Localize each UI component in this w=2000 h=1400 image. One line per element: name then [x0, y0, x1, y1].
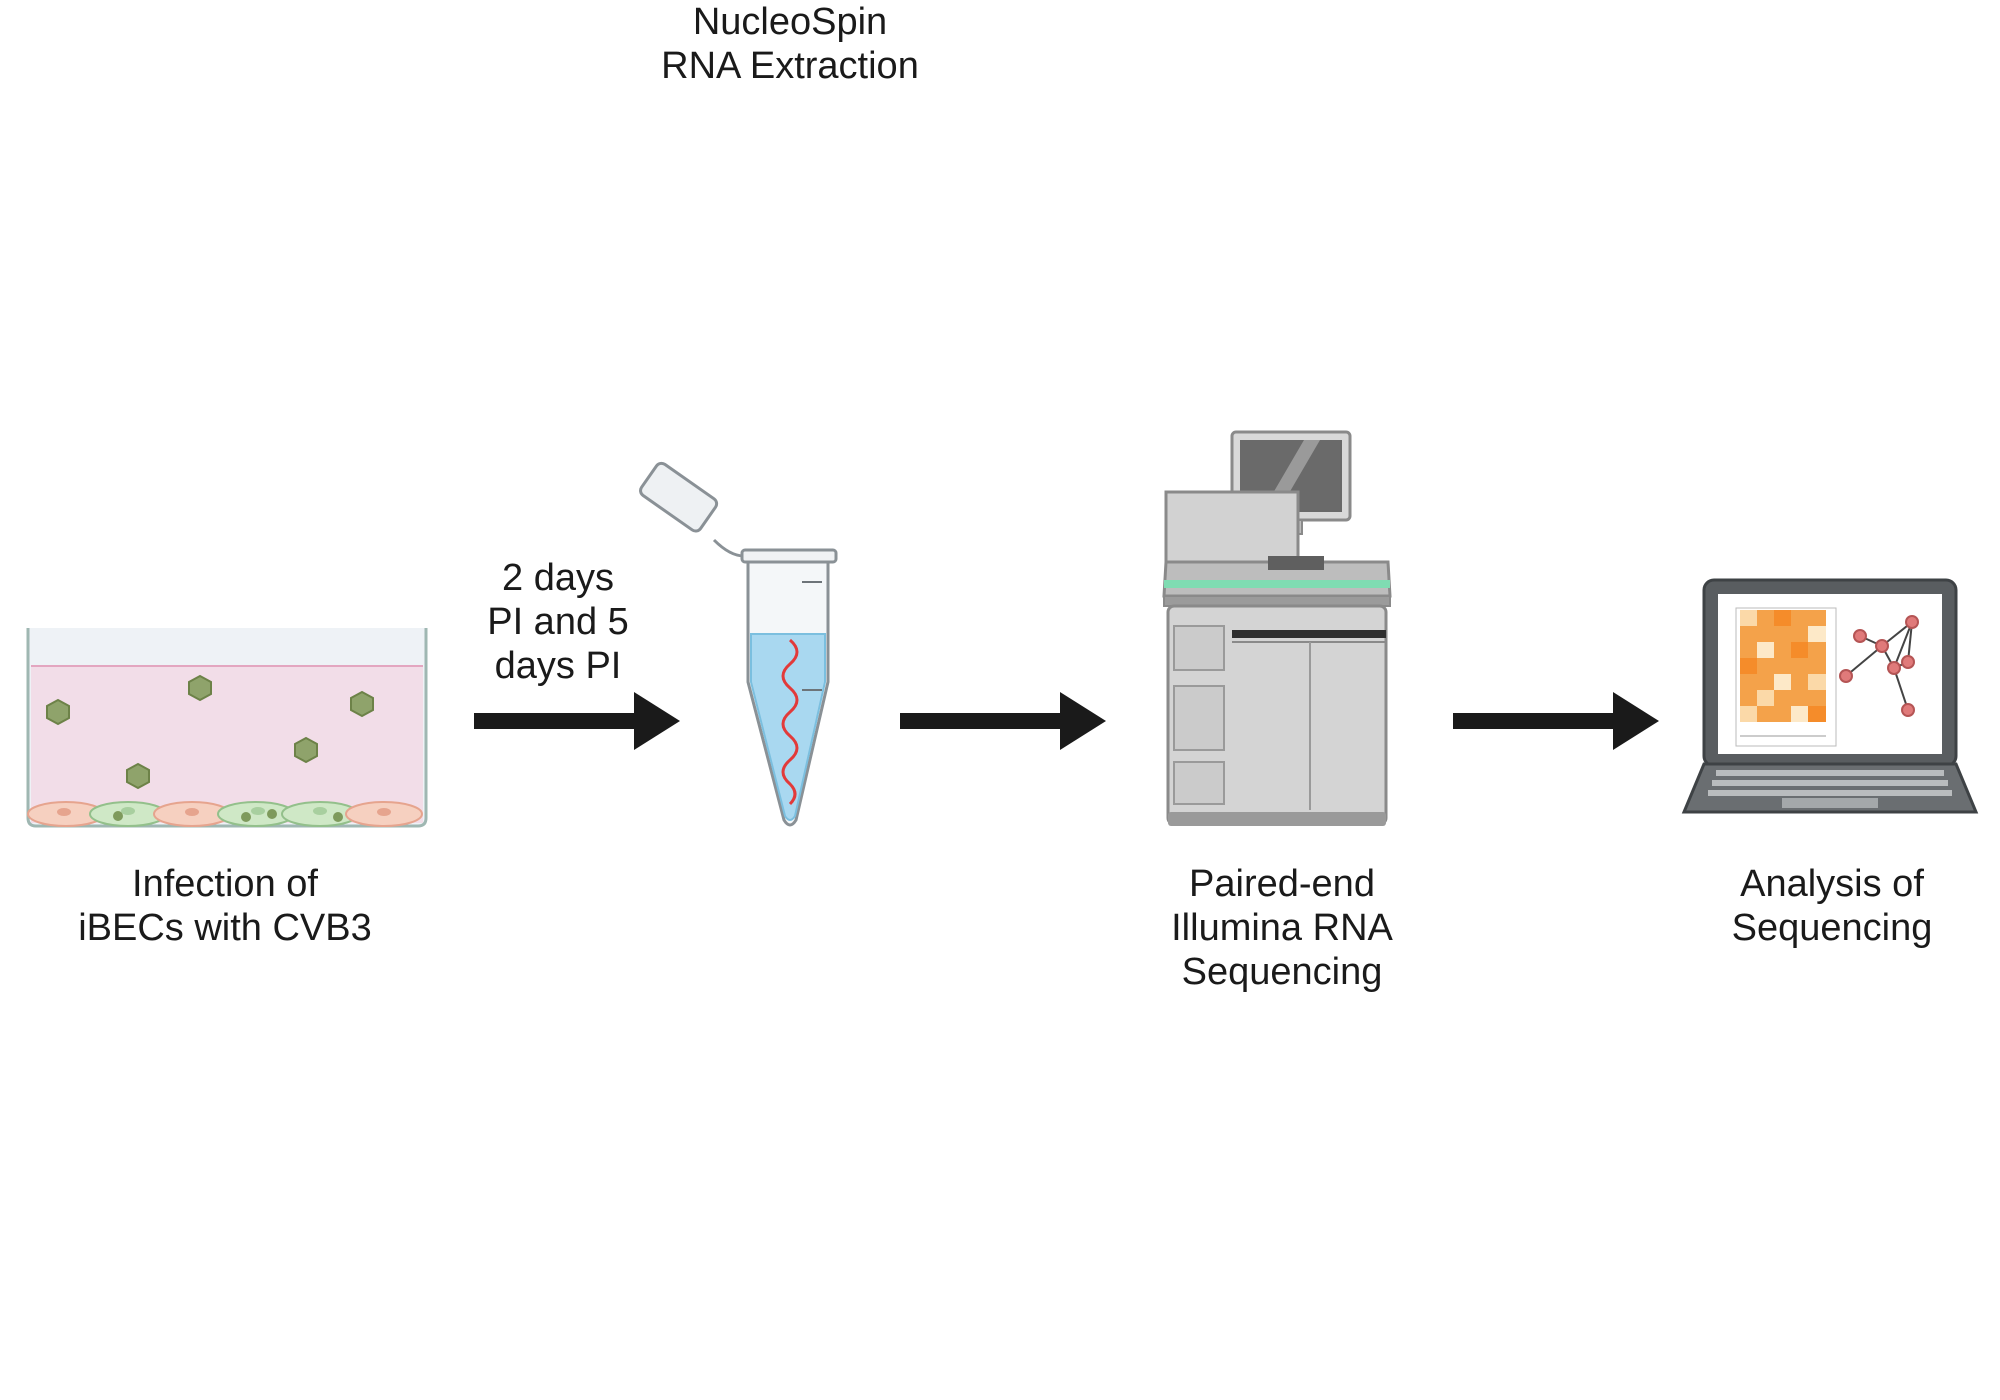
step-label-sequencing: Paired-end Illumina RNA Sequencing — [1102, 862, 1462, 994]
virus-icon — [294, 736, 318, 764]
virus-icon — [46, 698, 70, 726]
arrow-label-line: 2 days — [502, 557, 614, 599]
step-label-line: Sequencing — [1731, 907, 1933, 949]
step-label-line: NucleoSpin — [692, 1, 888, 43]
heatmap-chart — [1735, 607, 1837, 747]
step-label-line: Sequencing — [1181, 951, 1383, 993]
step-label-analysis: Analysis of Sequencing — [1652, 862, 2000, 950]
step-label-line: Infection of — [132, 863, 318, 905]
sequencer-machine-icon — [1162, 430, 1392, 826]
laptop-icon — [1681, 578, 1979, 814]
culture-dish-icon — [26, 628, 428, 828]
cell-layer — [27, 801, 423, 827]
rna-strand — [781, 638, 799, 806]
step-label-infection: Infection of iBECs with CVB3 — [45, 862, 405, 950]
virus-icon — [350, 690, 374, 718]
microcentrifuge-tube-icon — [639, 461, 838, 827]
step-label-line: Illumina RNA — [1171, 907, 1393, 949]
step-label-extraction: NucleoSpin RNA Extraction — [610, 0, 970, 88]
arrow-1-label: 2 days PI and 5 days PI — [418, 556, 698, 688]
arrow-2 — [900, 692, 1106, 750]
step-label-line: Analysis of — [1740, 863, 1924, 905]
step-label-line: RNA Extraction — [661, 45, 919, 87]
step-label-line: Paired-end — [1189, 863, 1375, 905]
arrow-label-line: days PI — [494, 645, 622, 687]
virus-particles — [46, 674, 374, 790]
arrow-3 — [1453, 692, 1659, 750]
arrow-1 — [474, 692, 680, 750]
arrow-label-line: PI and 5 — [487, 601, 629, 643]
virus-icon — [188, 674, 212, 702]
virus-icon — [126, 762, 150, 790]
network-graph — [1839, 615, 1919, 717]
step-label-line: iBECs with CVB3 — [78, 907, 372, 949]
